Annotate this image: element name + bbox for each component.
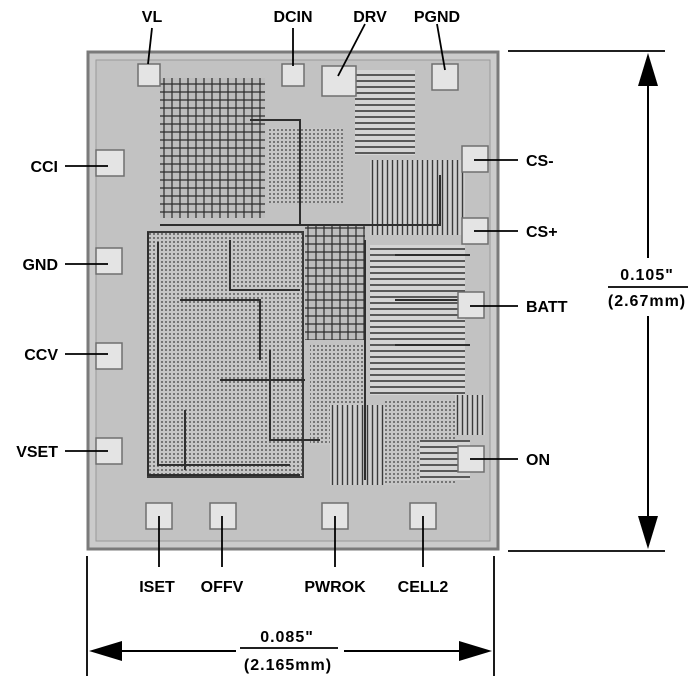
die bbox=[86, 50, 500, 551]
height-dimension: 0.105" (2.67mm) bbox=[508, 50, 694, 552]
pin-label-ccv: CCV bbox=[24, 347, 58, 364]
pin-label-vl: VL bbox=[142, 9, 163, 26]
width-dimension: 0.085" (2.165mm) bbox=[86, 556, 495, 678]
height-dim-inches: 0.105" bbox=[620, 267, 674, 284]
pin-label-cs-plus: CS+ bbox=[526, 224, 558, 241]
pin-label-iset: ISET bbox=[139, 579, 175, 596]
width-dim-inches: 0.085" bbox=[260, 629, 314, 646]
pin-label-dcin: DCIN bbox=[273, 9, 312, 26]
width-dim-mm: (2.165mm) bbox=[244, 657, 332, 674]
pin-label-cell2: CELL2 bbox=[398, 579, 449, 596]
pin-label-batt: BATT bbox=[526, 299, 568, 316]
width-arrow-right bbox=[459, 641, 492, 661]
height-arrow-down bbox=[638, 516, 658, 549]
pin-label-gnd: GND bbox=[22, 257, 58, 274]
pin-label-vset: VSET bbox=[16, 444, 58, 461]
pin-label-pgnd: PGND bbox=[414, 9, 460, 26]
pin-label-drv: DRV bbox=[353, 9, 387, 26]
pin-label-cci: CCI bbox=[30, 159, 58, 176]
pin-label-pwrok: PWROK bbox=[304, 579, 366, 596]
width-arrow-left bbox=[89, 641, 122, 661]
height-dim-mm: (2.67mm) bbox=[608, 293, 686, 310]
height-arrow-up bbox=[638, 53, 658, 86]
pin-label-cs-minus: CS- bbox=[526, 153, 554, 170]
pin-label-on: ON bbox=[526, 452, 550, 469]
pin-label-offv: OFFV bbox=[201, 579, 244, 596]
pin-leaders bbox=[65, 23, 518, 567]
